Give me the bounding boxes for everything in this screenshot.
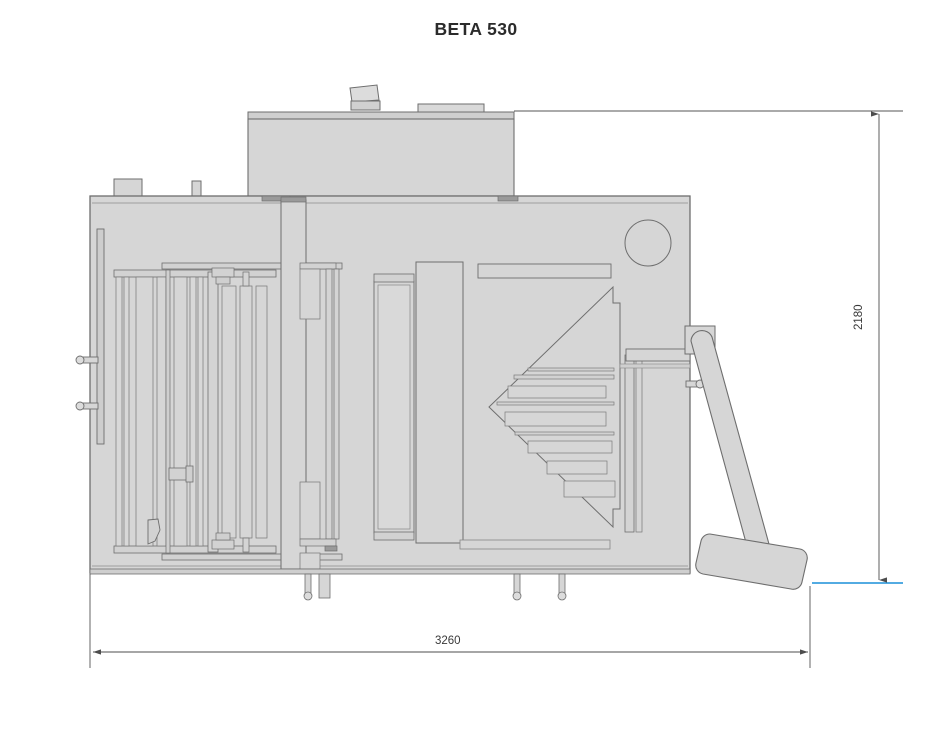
page-title: BETA 530 xyxy=(434,18,518,39)
upper-housing-cap xyxy=(247,111,515,120)
top-pin-small xyxy=(191,180,202,198)
tilted-control-panel xyxy=(349,84,381,111)
upper-housing-group xyxy=(247,84,515,197)
arm-paddle-end xyxy=(695,533,808,590)
left-vertical-rail xyxy=(96,228,105,445)
triangular-wedge-assembly xyxy=(488,285,621,529)
dimension-label-height: 2180 xyxy=(853,304,865,330)
connector-pin-lower xyxy=(75,401,99,411)
right-vertical-rails xyxy=(619,348,691,533)
articulated-arm xyxy=(690,330,773,569)
top-vent-box xyxy=(113,178,143,198)
support-feet xyxy=(89,568,691,601)
dimension-label-width: 3260 xyxy=(435,635,461,647)
foot-2 xyxy=(318,573,331,599)
central-vertical-column xyxy=(280,196,340,570)
foot-4 xyxy=(557,573,567,601)
circular-port xyxy=(624,219,672,267)
connector-pin-upper xyxy=(75,355,99,365)
left-side-connector-pins xyxy=(75,355,99,411)
dimension-lines-group xyxy=(89,110,903,668)
right-side-connector-pin xyxy=(685,379,705,389)
foot-1 xyxy=(303,573,313,601)
foot-3 xyxy=(512,573,522,601)
center-panel-group xyxy=(373,261,612,550)
drawing-title-bar: BETA 530 xyxy=(0,0,952,58)
top-protrusions-group xyxy=(113,178,202,198)
left-rack-assembly xyxy=(113,262,343,561)
upper-housing-box xyxy=(247,118,515,197)
